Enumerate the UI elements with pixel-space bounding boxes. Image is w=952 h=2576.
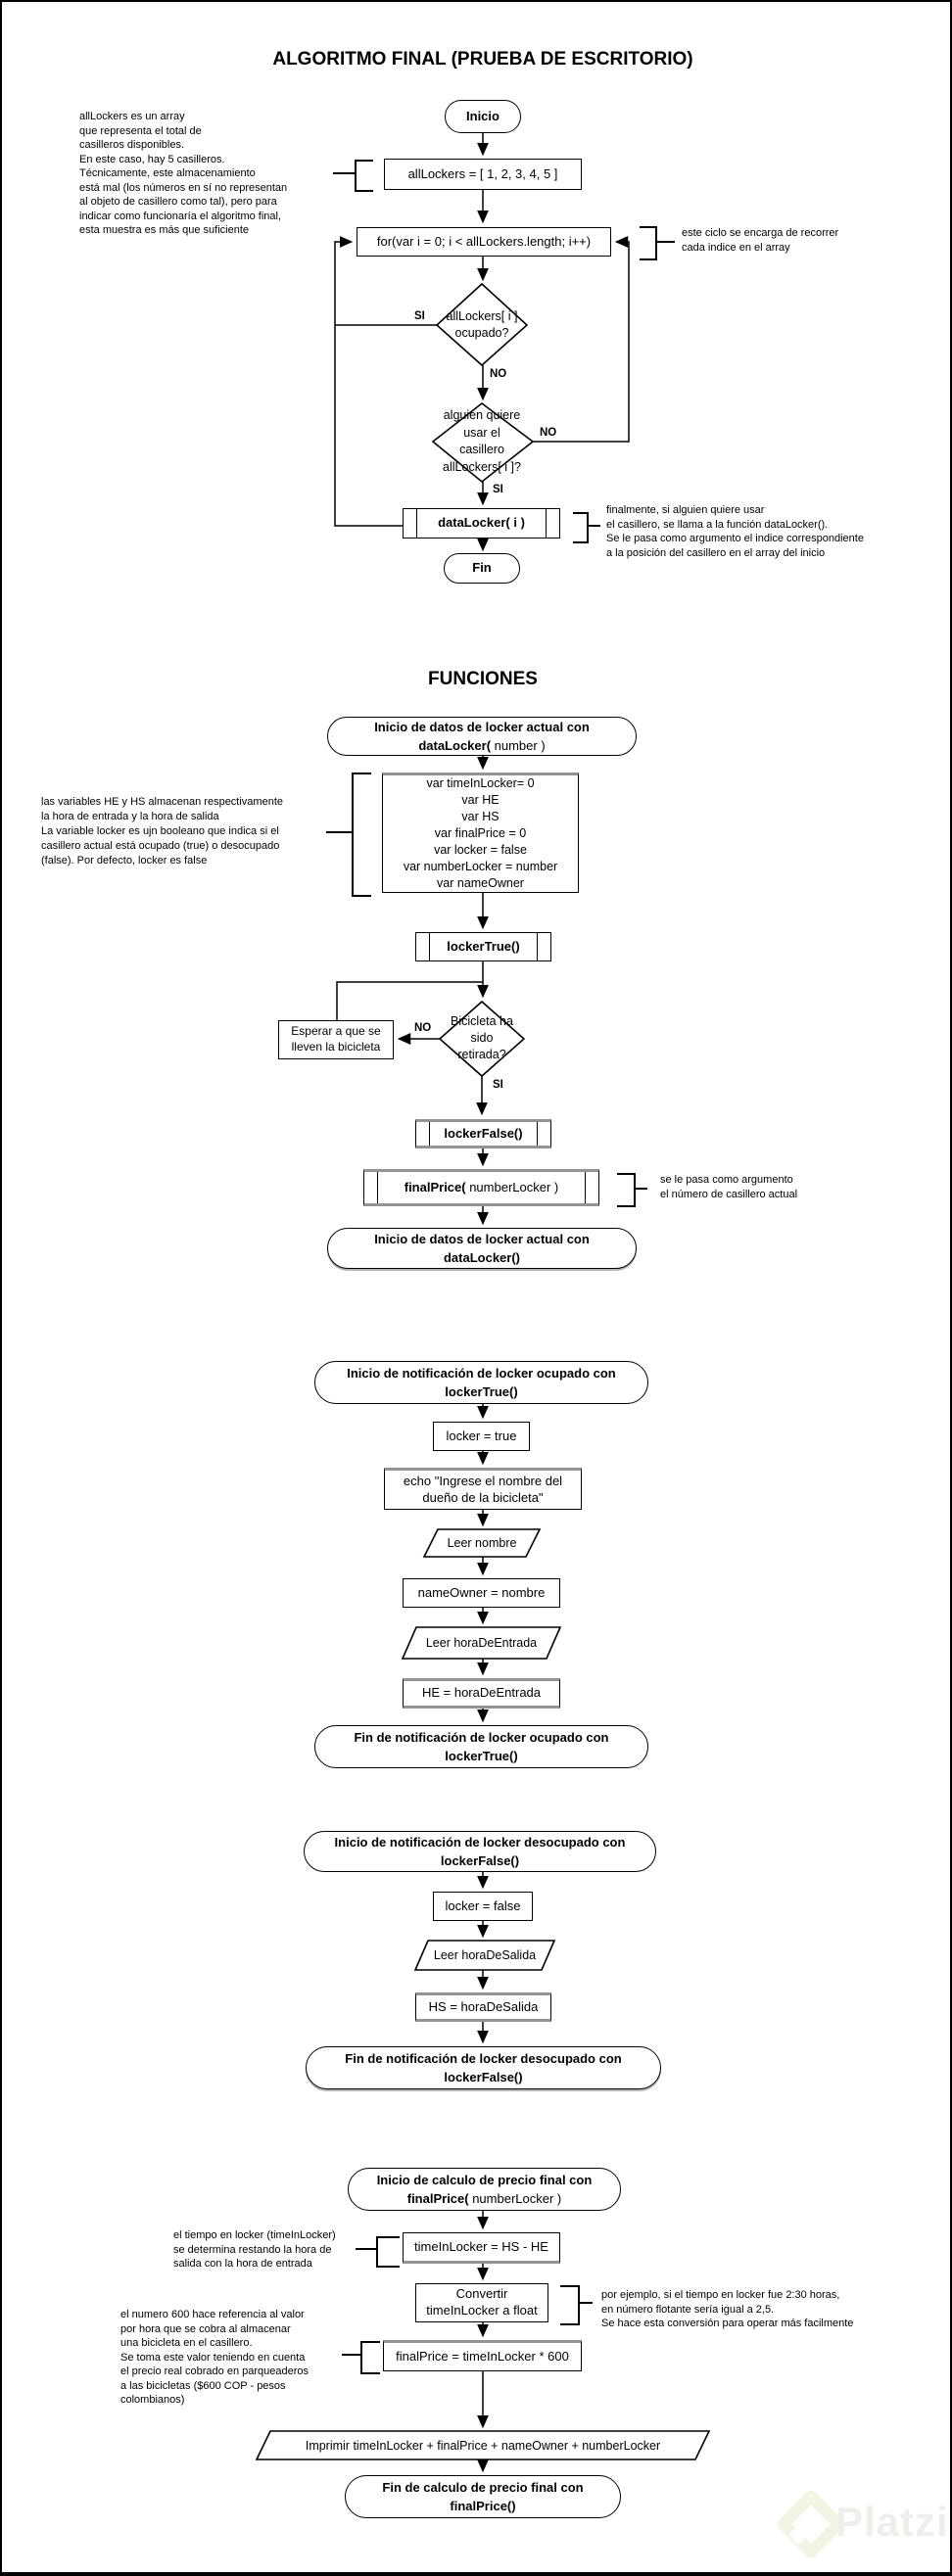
decision-diamond-occupied — [435, 282, 529, 367]
datalocker-call-box: dataLocker( i ) — [403, 508, 560, 539]
finalprice-end-terminator: Fin de calculo de precio final con final… — [345, 2475, 621, 2518]
chart1-connectors — [334, 133, 630, 552]
read-entry-text: Leer horaDeEntrada — [425, 1636, 538, 1650]
note-time: el tiempo en locker (timeInLocker)se det… — [173, 2229, 336, 2270]
note-convert: por ejemplo, si el tiempo en locker fue … — [601, 2289, 854, 2329]
read-name-text: Leer nombre — [447, 1536, 517, 1550]
assign-name-box: nameOwner = nombre — [403, 1578, 560, 1608]
time-calc-box: timeInLocker = HS - HE — [403, 2232, 560, 2264]
price-calc-box: finalPrice = timeInLocker * 600 — [383, 2340, 582, 2371]
print-text: Imprimir timeInLocker + finalPrice + nam… — [305, 2439, 661, 2453]
platzi-watermark-text: Platzi — [835, 2499, 949, 2545]
array-box: allLockers = [ 1, 2, 3, 4, 5 ] — [384, 159, 582, 190]
lockerfalse-end-terminator: Fin de notificación de locker desocupado… — [306, 2046, 661, 2089]
branch-label-no: NO — [413, 1022, 433, 1034]
main-title: ALGORITMO FINAL (PRUEBA DE ESCRITORIO) — [272, 49, 693, 70]
datalocker-start-terminator: Inicio de datos de locker actual con dat… — [327, 717, 637, 756]
decision-occupied-text: allLockers[ i ]ocupado? — [446, 309, 518, 340]
branch-label-no: NO — [489, 368, 508, 380]
finalprice-start-terminator: Inicio de calculo de precio final con fi… — [348, 2168, 621, 2211]
end-terminator: Fin — [444, 553, 520, 584]
io-print — [255, 2430, 711, 2460]
branch-label-si: SI — [492, 484, 504, 495]
datalocker-end-terminator: Inicio de datos de locker actual con dat… — [327, 1228, 637, 1269]
lockertrue-end-terminator: Fin de notificación de locker ocupado co… — [314, 1725, 648, 1768]
decision-diamond-use — [431, 401, 535, 484]
read-exit-text: Leer horaDeSalida — [433, 1948, 537, 1962]
set-false-box: locker = false — [433, 1892, 533, 1921]
callout-bracket — [640, 226, 657, 260]
io-read-exit — [413, 1940, 556, 1971]
finalprice-call-box: finalPrice( numberLocker ) — [363, 1169, 599, 1206]
start-terminator: Inicio — [445, 100, 521, 133]
callout-bracket — [352, 773, 371, 897]
lockertrue-start-terminator: Inicio de notificación de locker ocupado… — [314, 1361, 648, 1404]
lockertrue-call-box: lockerTrue() — [415, 932, 551, 961]
callout-bracket — [376, 2236, 400, 2268]
note-vars: las variables HE y HS almacenan respecti… — [41, 796, 284, 866]
assign-exit-box: HS = horaDeSalida — [415, 1992, 551, 2022]
for-loop-box: for(var i = 0; i < allLockers.length; i+… — [357, 227, 611, 257]
set-true-box: locker = true — [433, 1422, 530, 1451]
callout-bracket — [573, 512, 589, 543]
callout-bracket — [617, 1173, 636, 1207]
io-read-entry — [401, 1626, 562, 1660]
branch-label-si: SI — [413, 310, 426, 322]
decision-diamond-bike — [438, 1000, 526, 1078]
decision-shapes — [431, 282, 535, 1078]
lockerfalse-call-box: lockerFalse() — [415, 1119, 551, 1148]
callout-bracket — [560, 2285, 580, 2325]
io-read-name — [422, 1528, 542, 1558]
chart2-connectors — [336, 756, 489, 1226]
assign-entry-box: HE = horaDeEntrada — [403, 1678, 560, 1709]
branch-label-no: NO — [539, 427, 558, 439]
functions-title: FUNCIONES — [428, 669, 538, 689]
callout-bracket — [355, 160, 373, 192]
lockerfalse-start-terminator: Inicio de notificación de locker desocup… — [304, 1831, 656, 1872]
branch-label-si: SI — [492, 1079, 504, 1091]
callout-bracket — [360, 2341, 380, 2374]
io-shapes — [255, 1528, 711, 2460]
